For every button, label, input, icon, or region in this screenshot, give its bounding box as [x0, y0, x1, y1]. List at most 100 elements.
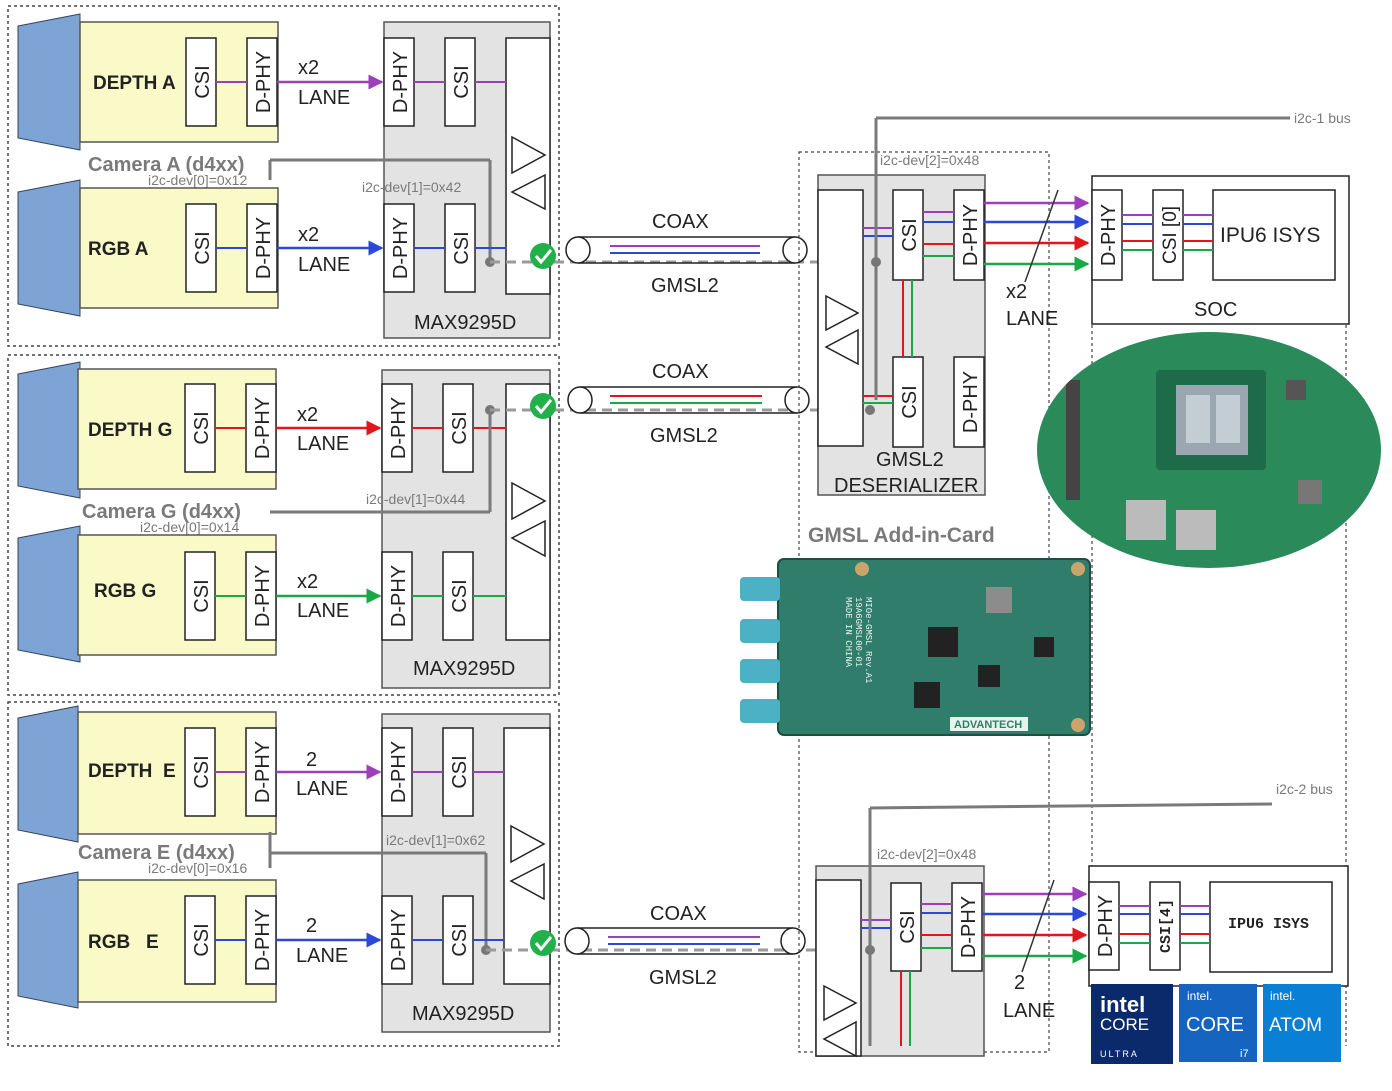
lane-count-label: x2 — [298, 57, 319, 79]
ipu-block — [1212, 189, 1336, 281]
csi-block — [184, 895, 216, 985]
ser-dphy-block — [383, 203, 415, 293]
coax-link-2: COAX GMSL2 — [567, 361, 810, 447]
lane-word-label: LANE — [297, 600, 349, 622]
depth-lens-icon — [17, 361, 81, 499]
deserializer-bottom: CSI D-PHY i2c-dev[2]=0x48 — [815, 846, 985, 1058]
csi-block — [184, 727, 216, 817]
deserializer-label-line2: DESERIALIZER — [834, 475, 978, 497]
logo-product: CORE — [1100, 1015, 1149, 1034]
camera-group-g: MAX9295D DEPTH G CSI D-PHY x2 LANE D-PHY… — [7, 354, 870, 696]
serializer-label: MAX9295D — [414, 312, 516, 334]
soc-csi-label: CSI [0] — [1160, 206, 1181, 264]
des-csi-label: CSI — [899, 218, 921, 251]
des-dphy-label: D-PHY — [960, 371, 982, 433]
ser-dphy-label: D-PHY — [390, 51, 412, 113]
logo-brand: intel. — [1270, 989, 1295, 1003]
deserializer-arrow-right-shape — [825, 294, 860, 332]
dphy-block-label: D-PHY — [253, 51, 275, 113]
dphy-block-label: D-PHY — [252, 565, 274, 627]
deserializer-arrow-right-shape — [823, 984, 858, 1022]
rgb-camera-label: RGB E — [88, 932, 159, 953]
ser-csi-label: CSI — [449, 411, 471, 444]
csi-block-label: CSI — [191, 923, 213, 956]
add-in-card-title: GMSL Add-in-Card — [808, 524, 995, 547]
i2c-dev0-label: i2c-dev[0]=0x12 — [148, 172, 247, 188]
ipu-label: IPU6 ISYS — [1228, 916, 1309, 933]
camera-group-border — [7, 354, 560, 696]
camera-group-border — [7, 701, 560, 1047]
serializer-arrow-right-shape — [511, 481, 547, 521]
coax-link-3: COAX GMSL2 — [564, 903, 806, 989]
dphy-block-label: D-PHY — [252, 741, 274, 803]
soc-lane-word-label: LANE — [1006, 308, 1058, 330]
des-csi-label: CSI — [897, 910, 919, 943]
logo-tier: i7 — [1240, 1048, 1249, 1060]
des-dphy-block — [953, 189, 985, 281]
ser-csi-label: CSI — [451, 65, 473, 98]
dphy-block-label: D-PHY — [252, 909, 274, 971]
coax-label: COAX — [652, 361, 709, 383]
ser-dphy-block — [381, 727, 413, 817]
dphy-block — [246, 203, 278, 293]
dphy-block-label: D-PHY — [252, 397, 274, 459]
ser-dphy-label: D-PHY — [388, 909, 410, 971]
csi-block — [185, 37, 217, 127]
check-icon — [530, 393, 556, 419]
ipu-block — [1209, 881, 1333, 973]
camera-group-label: Camera G (d4xx) — [82, 501, 241, 523]
soc-top: D-PHY CSI [0] IPU6 ISYS SOC — [1091, 175, 1350, 325]
logo-product: CORE — [1186, 1014, 1244, 1036]
check-icon — [530, 930, 556, 956]
ser-csi-label: CSI — [451, 231, 473, 264]
ser-dphy-block — [383, 37, 415, 127]
soc-dphy-label: D-PHY — [1095, 895, 1117, 957]
serializer-arrow-right-shape — [511, 135, 547, 175]
gmsl-add-in-card-image: MIOe-GMSL Rev.A1 19A6GMSL00-01 MADE IN C… — [740, 558, 1091, 736]
soc-lane-count-label: 2 — [1014, 972, 1025, 994]
ser-dphy-label: D-PHY — [388, 565, 410, 627]
soc-label: SOC — [1194, 299, 1237, 321]
i2c-dev1-label: i2c-dev[1]=0x62 — [386, 832, 485, 848]
deserializer-i2c-label: i2c-dev[2]=0x48 — [877, 846, 976, 862]
lane-word-label: LANE — [296, 945, 348, 967]
serializer-arrow-left-shape — [510, 173, 546, 211]
soc-board-image — [1037, 332, 1381, 568]
logo-tier: ULTRA — [1100, 1049, 1139, 1059]
lane-count-label: x2 — [298, 224, 319, 246]
serializer-label: MAX9295D — [413, 658, 515, 680]
gmsl2-label: GMSL2 — [649, 967, 717, 989]
logo-product: ATOM — [1269, 1015, 1322, 1036]
serializer-label: MAX9295D — [412, 1003, 514, 1025]
csi-block-label: CSI — [192, 65, 214, 98]
soc-csi-block — [1149, 881, 1181, 971]
coax-label: COAX — [650, 903, 707, 925]
ipu-label: IPU6 ISYS — [1220, 224, 1320, 247]
csi-block — [185, 203, 217, 293]
csi-block-label: CSI — [192, 231, 214, 264]
lane-word-label: LANE — [297, 433, 349, 455]
ser-csi-block — [442, 727, 474, 817]
rgb-camera-label: RGB A — [88, 239, 149, 260]
serializer-arrow-left-shape — [510, 519, 546, 558]
intel-core-i7-logo: intel. CORE i7 — [1179, 984, 1257, 1062]
coax-label: COAX — [652, 211, 709, 233]
deserializer-arrow-left-shape — [824, 328, 859, 366]
card-silk-text: MADE IN CHINA — [843, 597, 853, 668]
intel-core-ultra-logo: intel CORE ULTRA — [1091, 984, 1173, 1064]
camera-group-label: Camera A (d4xx) — [88, 154, 244, 176]
csi-block — [184, 383, 216, 473]
lane-word-label: LANE — [298, 254, 350, 276]
card-brand-text: ADVANTECH — [954, 719, 1022, 731]
rgb-lens-icon — [17, 179, 81, 317]
depth-camera-label: DEPTH E — [88, 761, 176, 782]
ser-dphy-block — [381, 383, 413, 473]
depth-camera-label: DEPTH A — [93, 73, 176, 94]
camera-group-label: Camera E (d4xx) — [78, 842, 235, 864]
camera-group-a: MAX9295D DEPTH A CSI D-PHY x2 LANE D-PHY… — [7, 5, 875, 347]
ser-csi-label: CSI — [449, 579, 471, 612]
rgb-camera-label: RGB G — [94, 581, 156, 602]
lane-count-label: 2 — [306, 749, 317, 771]
csi-block — [184, 551, 216, 641]
